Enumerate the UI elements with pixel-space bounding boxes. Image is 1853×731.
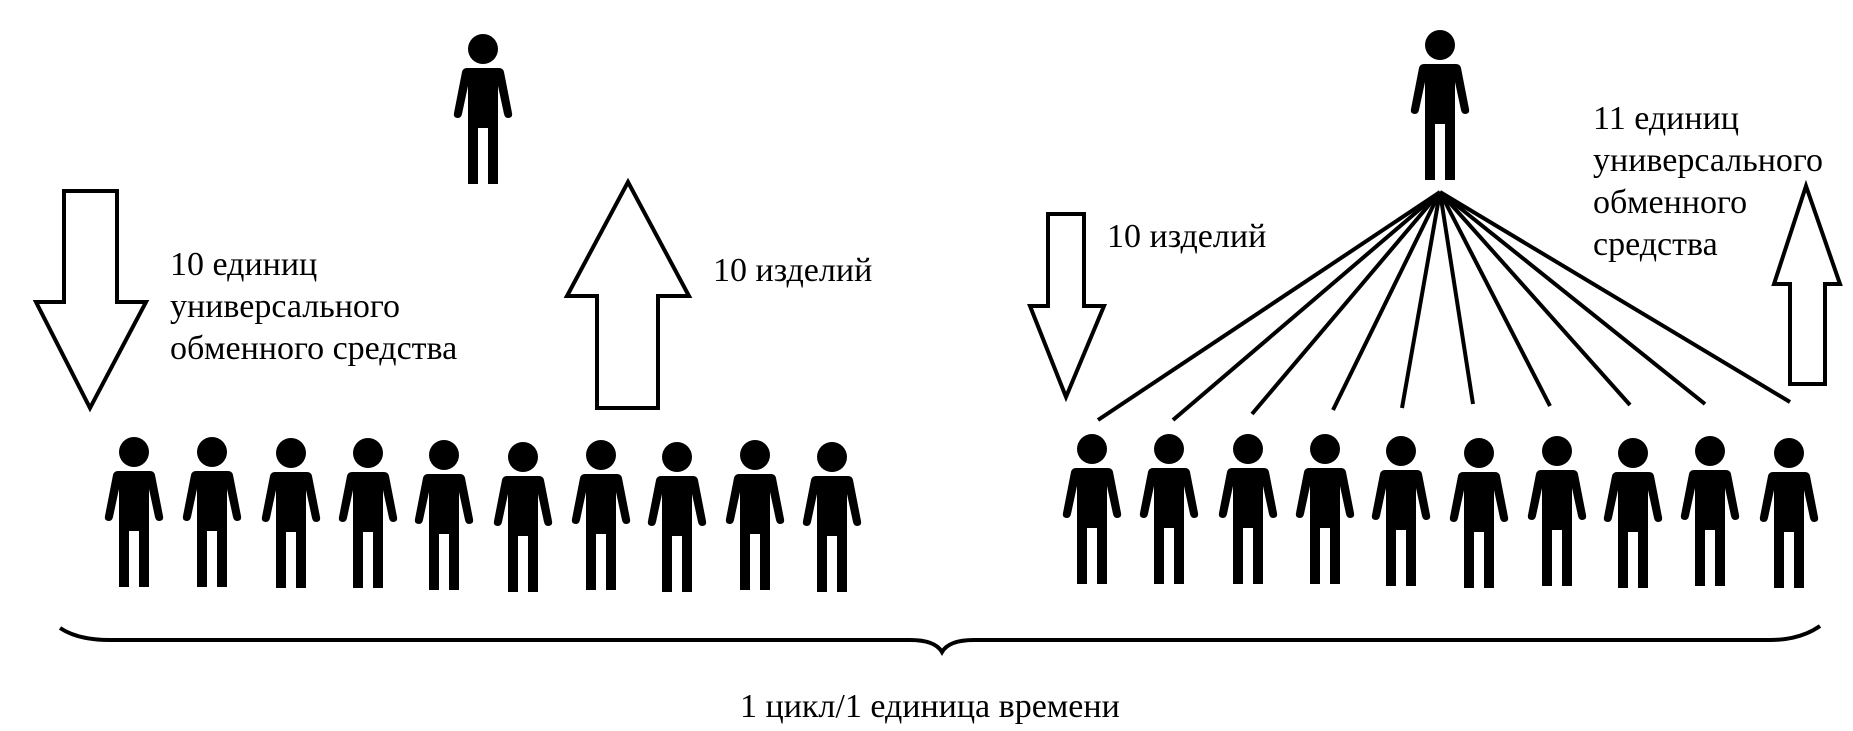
money-out-line-3: обменного [1593, 184, 1748, 221]
money-out-label: 11 единиц универсального обменного средс… [1593, 98, 1823, 266]
money-in-arrow [32, 189, 150, 413]
goods-out-label: 10 изделий [713, 252, 873, 289]
time-brace [58, 624, 1822, 656]
money-in-line-2: универсального [170, 288, 400, 325]
money-in-label: 10 единиц универсального обменного средс… [170, 244, 457, 370]
goods-in-label: 10 изделий [1107, 218, 1267, 255]
producer-figure-right [1410, 30, 1470, 180]
money-out-line-1: 11 единиц [1593, 100, 1739, 137]
time-caption: 1 цикл/1 единица времени [740, 688, 1120, 725]
goods-out-arrow [563, 177, 693, 410]
producer-figure-left [453, 34, 513, 184]
money-in-line-3: обменного средства [170, 330, 458, 367]
money-out-line-4: средства [1593, 226, 1718, 263]
money-out-arrow [1771, 179, 1843, 386]
people-row-left [104, 437, 862, 592]
distribution-lines [1096, 190, 1792, 422]
people-row-right [1062, 434, 1819, 588]
goods-in-arrow [1027, 212, 1108, 403]
money-in-line-1: 10 единиц [170, 246, 318, 283]
money-out-line-2: универсального [1593, 142, 1823, 179]
